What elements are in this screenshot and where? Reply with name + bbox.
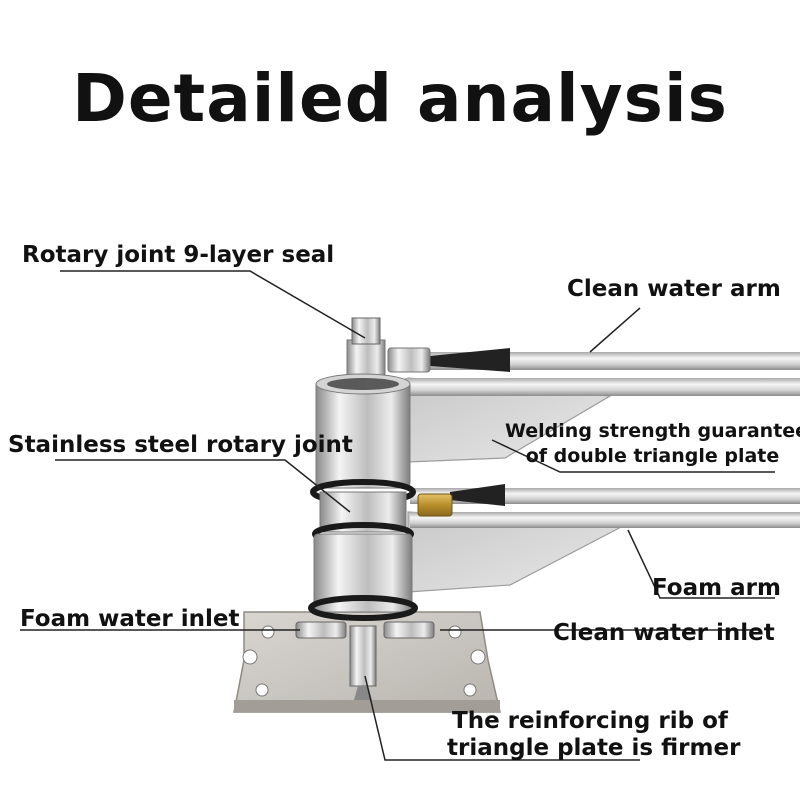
leader-lines xyxy=(20,270,775,761)
label-welding-strength-line1: Welding strength guarantee xyxy=(505,420,800,442)
label-foam-water-inlet: Foam water inlet xyxy=(20,606,240,632)
label-rotary-joint-seal: Rotary joint 9-layer seal xyxy=(22,242,335,268)
label-stainless-steel-rotary-joint: Stainless steel rotary joint xyxy=(8,432,353,458)
clean-water-inlet-fitting xyxy=(383,621,435,639)
label-clean-water-arm: Clean water arm xyxy=(567,276,781,302)
foam-arm xyxy=(410,484,800,528)
label-reinforcing-rib-line2: triangle plate is firmer xyxy=(447,735,741,761)
label-clean-water-inlet: Clean water inlet xyxy=(553,620,775,646)
label-reinforcing-rib-line1: The reinforcing rib of xyxy=(452,708,728,734)
page-title: Detailed analysis xyxy=(72,60,728,137)
foam-water-inlet-fitting xyxy=(295,621,347,639)
label-foam-arm: Foam arm xyxy=(652,575,781,601)
rotary-joint-column xyxy=(308,317,418,621)
label-welding-strength-line2: of double triangle plate xyxy=(525,445,780,467)
clean-water-arm xyxy=(387,347,800,396)
reinforcing-rib xyxy=(349,625,377,700)
